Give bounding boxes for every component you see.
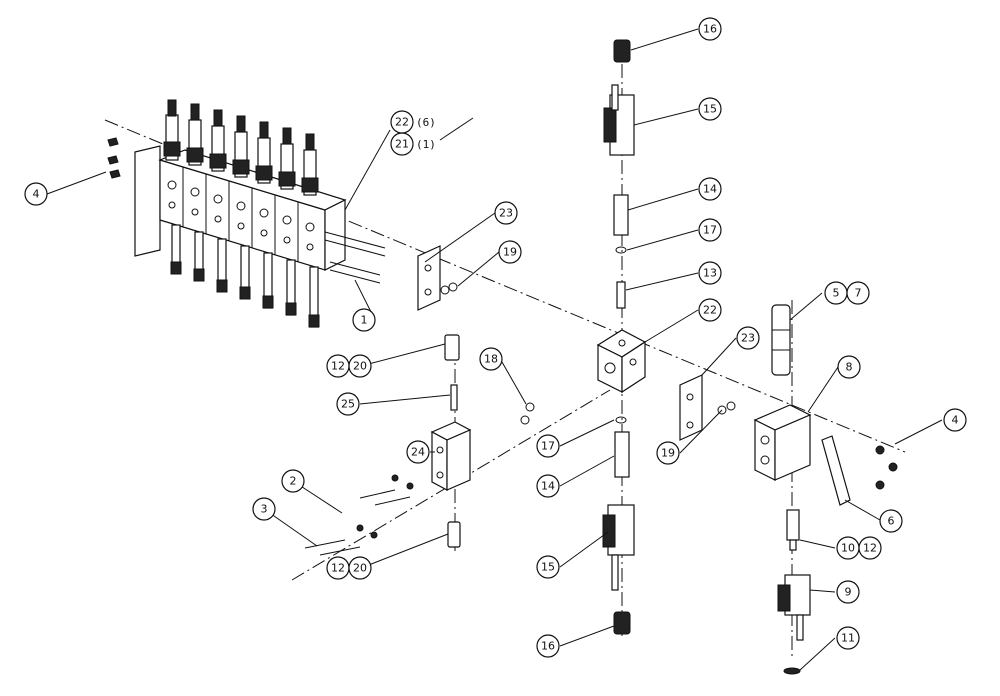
callout-9-label: 9 [845, 586, 852, 599]
callout-4-right: 4 [943, 408, 967, 432]
callout-22-center: 22 [698, 298, 722, 322]
callout-18: 18 [479, 347, 503, 371]
callout-8: 8 [837, 355, 861, 379]
center-manifold-block [596, 329, 647, 394]
callout-15-lower: 15 [536, 555, 560, 579]
right-valve-block [753, 404, 898, 506]
callout-19-lower-label: 19 [661, 447, 675, 460]
callout-7-label: 7 [855, 287, 862, 300]
callout-16-upper-label: 16 [703, 23, 717, 36]
callout-6-label: 6 [888, 515, 895, 528]
callout-22-top: 22 [390, 110, 414, 134]
callout-8-label: 8 [846, 361, 853, 374]
callout-19-lower: 19 [656, 441, 680, 465]
callout-17-upper: 17 [698, 218, 722, 242]
callout-14-upper: 14 [698, 177, 722, 201]
callout-20-lower: 20 [348, 556, 372, 580]
cartridge-5-7 [771, 304, 791, 376]
callout-21: 21 [390, 132, 414, 156]
callout-12-lower-label: 12 [331, 562, 345, 575]
callout-16-lower-label: 16 [541, 640, 555, 653]
callout-10-label: 10 [841, 542, 855, 555]
callout-5: 5 [824, 281, 848, 305]
callout-1-label: 1 [361, 314, 368, 327]
callout-2-label: 2 [290, 475, 297, 488]
left-lower-block [430, 334, 535, 548]
callout-25-label: 25 [341, 398, 355, 411]
callout-19-upper-label: 19 [503, 246, 517, 259]
callout-12-right: 12 [858, 536, 882, 560]
callout-3-label: 3 [261, 503, 268, 516]
callout-9: 9 [836, 580, 860, 604]
qty-22: (6) [416, 116, 436, 129]
callout-19-upper: 19 [498, 240, 522, 264]
lower-stack [602, 416, 635, 635]
callout-17-upper-label: 17 [703, 224, 717, 237]
bolts-and-screws [304, 474, 414, 556]
callout-15-upper-label: 15 [703, 103, 717, 116]
callout-22-top-label: 22 [395, 116, 409, 129]
callout-14-lower: 14 [536, 474, 560, 498]
leader-lines [46, 28, 943, 671]
callout-5-label: 5 [833, 287, 840, 300]
callout-24-label: 24 [411, 446, 425, 459]
callout-11-label: 11 [841, 632, 855, 645]
callout-3: 3 [252, 497, 276, 521]
callout-25: 25 [336, 392, 360, 416]
callout-7: 7 [846, 281, 870, 305]
callout-16-upper: 16 [698, 17, 722, 41]
valve-sections [167, 167, 315, 262]
top-solenoid-coils [163, 99, 319, 196]
callout-6: 6 [879, 509, 903, 533]
right-lower-stack [777, 509, 811, 675]
valve-bank-assembly [107, 99, 386, 328]
callout-17-lower-label: 17 [541, 440, 555, 453]
callout-11: 11 [836, 626, 860, 650]
tie-rods [324, 231, 386, 284]
callout-12-upper-label: 12 [331, 360, 345, 373]
callout-18-label: 18 [484, 353, 498, 366]
callout-17-lower: 17 [536, 434, 560, 458]
callout-24: 24 [406, 440, 430, 464]
callout-2: 2 [281, 469, 305, 493]
callout-22-center-label: 22 [703, 304, 717, 317]
upper-stack [603, 39, 635, 309]
callout-20-lower-label: 20 [353, 562, 367, 575]
callout-12-upper: 12 [326, 354, 350, 378]
callout-13-label: 13 [703, 267, 717, 280]
callout-12-lower: 12 [326, 556, 350, 580]
callout-12-right-label: 12 [863, 542, 877, 555]
callout-23-left: 23 [494, 201, 518, 225]
qty-21: (1) [416, 138, 436, 151]
callout-20-upper: 20 [348, 354, 372, 378]
callout-15-upper: 15 [698, 97, 722, 121]
callouts: 1 2 3 4 4 5 7 6 8 9 10 12 11 12 20 12 20… [24, 17, 967, 658]
callout-23-left-label: 23 [499, 207, 513, 220]
callout-20-upper-label: 20 [353, 360, 367, 373]
callout-4-left: 4 [24, 182, 48, 206]
gasket-plate-right [679, 374, 736, 441]
callout-13: 13 [698, 261, 722, 285]
callout-14-upper-label: 14 [703, 183, 717, 196]
callout-16-lower: 16 [536, 634, 560, 658]
callout-4-left-label: 4 [33, 188, 40, 201]
callout-10: 10 [836, 536, 860, 560]
gasket-plate-left [417, 245, 458, 311]
callout-4-right-label: 4 [952, 414, 959, 427]
callout-14-lower-label: 14 [541, 480, 555, 493]
left-nuts [107, 137, 121, 179]
bottom-cartridges [170, 224, 320, 328]
callout-21-label: 21 [395, 138, 409, 151]
callout-23-right-label: 23 [741, 332, 755, 345]
callout-15-lower-label: 15 [541, 561, 555, 574]
callout-1: 1 [352, 308, 376, 332]
callout-23-right: 23 [736, 326, 760, 350]
